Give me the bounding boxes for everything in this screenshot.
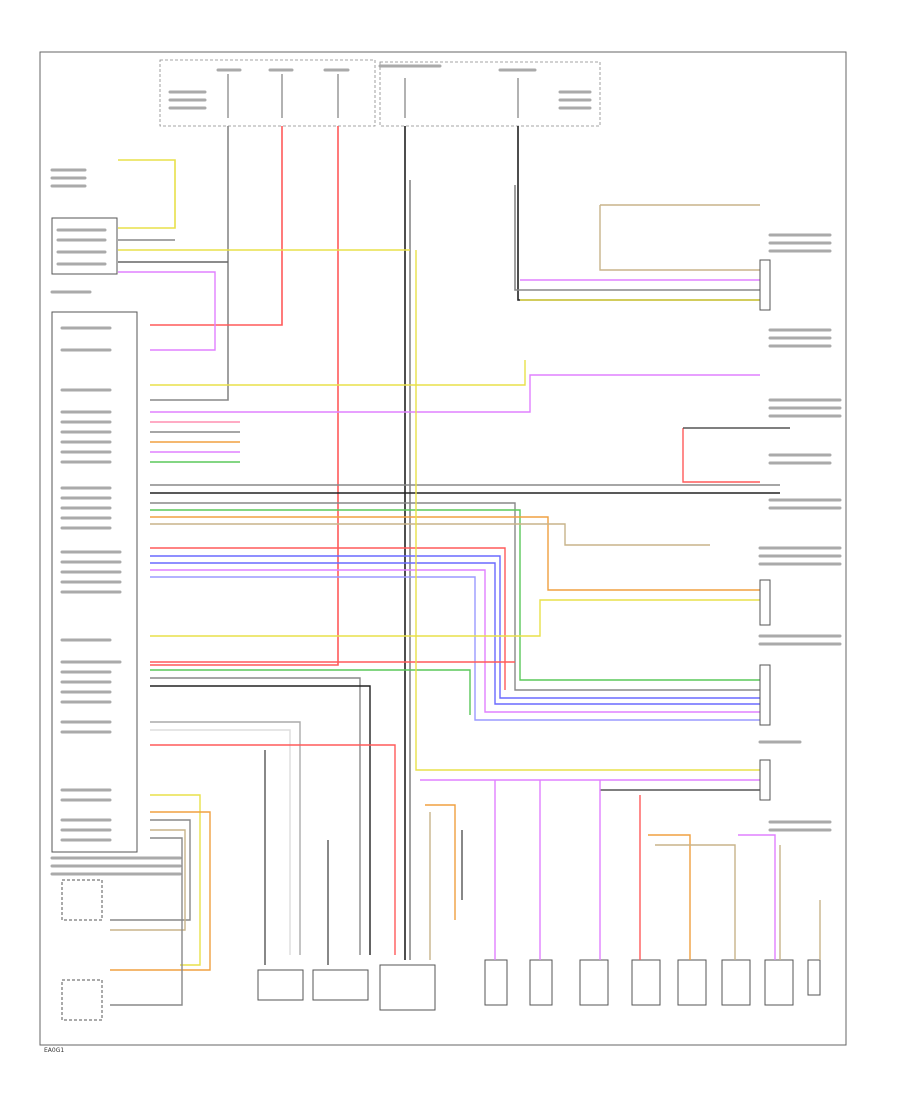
fuse-panel-left: [159, 59, 376, 127]
wire-harness-horizontal: [110, 204, 790, 1006]
fuse-panel-right: [379, 61, 601, 127]
wire-bus-vertical: [150, 126, 760, 960]
label-placeholders-top: [168, 64, 592, 110]
bottom-sensors: [61, 879, 821, 1021]
fuse-icon: [227, 74, 339, 118]
footer-code: EA0G1: [44, 1047, 64, 1054]
wire-drops-bottom: [264, 750, 821, 965]
diagram-frame: [39, 51, 847, 1046]
main-control-module: [50, 311, 182, 876]
ignition-switch-block: [50, 159, 410, 351]
right-components: [758, 233, 842, 832]
